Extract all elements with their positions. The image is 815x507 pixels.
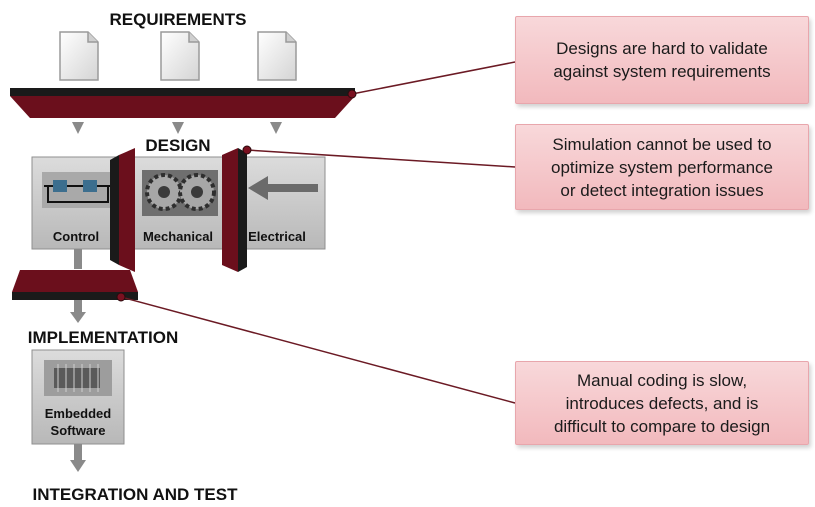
chip-icon <box>44 360 112 396</box>
flow-arrow <box>270 122 282 134</box>
flow-line <box>74 300 82 312</box>
design-panel-left <box>110 148 135 272</box>
requirements-heading: REQUIREMENTS <box>110 10 247 29</box>
callout-design: Simulation cannot be used to optimize sy… <box>515 124 809 210</box>
electrical-label: Electrical <box>248 229 306 244</box>
implementation-bar <box>12 270 138 300</box>
flow-arrow <box>172 122 184 134</box>
design-heading: DESIGN <box>145 136 210 155</box>
control-label: Control <box>53 229 99 244</box>
connector-line <box>116 292 516 404</box>
callout-text: Manual coding is slow, introduces defect… <box>553 370 771 436</box>
flow-arrow <box>70 312 86 323</box>
flow-arrow <box>72 122 84 134</box>
callout-text: Designs are hard to validate against sys… <box>553 39 771 81</box>
mechanical-label: Mechanical <box>143 229 213 244</box>
embedded-label-line1: Embedded <box>45 406 112 421</box>
feedback-loop-icon <box>42 172 118 208</box>
integration-heading: INTEGRATION AND TEST <box>33 485 239 504</box>
connector-line <box>347 61 516 99</box>
connector-line <box>242 145 516 168</box>
embedded-software-block <box>31 349 125 445</box>
gears-icon <box>142 170 218 216</box>
implementation-heading: IMPLEMENTATION <box>28 328 178 347</box>
callout-text: Simulation cannot be used to optimize sy… <box>550 134 774 200</box>
document-icon <box>257 31 297 81</box>
document-icon <box>160 31 200 81</box>
embedded-label-line2: Software <box>51 423 106 438</box>
arrow-left-icon <box>248 176 318 200</box>
requirements-bar <box>10 88 355 118</box>
flow-line <box>74 444 82 460</box>
callout-requirements: Designs are hard to validate against sys… <box>515 16 809 104</box>
flow-arrow <box>70 460 86 472</box>
flow-line <box>74 249 82 269</box>
document-icon <box>59 31 99 81</box>
mechanical-block <box>130 156 228 250</box>
design-panel-right <box>222 148 247 272</box>
callout-implementation: Manual coding is slow, introduces defect… <box>515 361 809 445</box>
